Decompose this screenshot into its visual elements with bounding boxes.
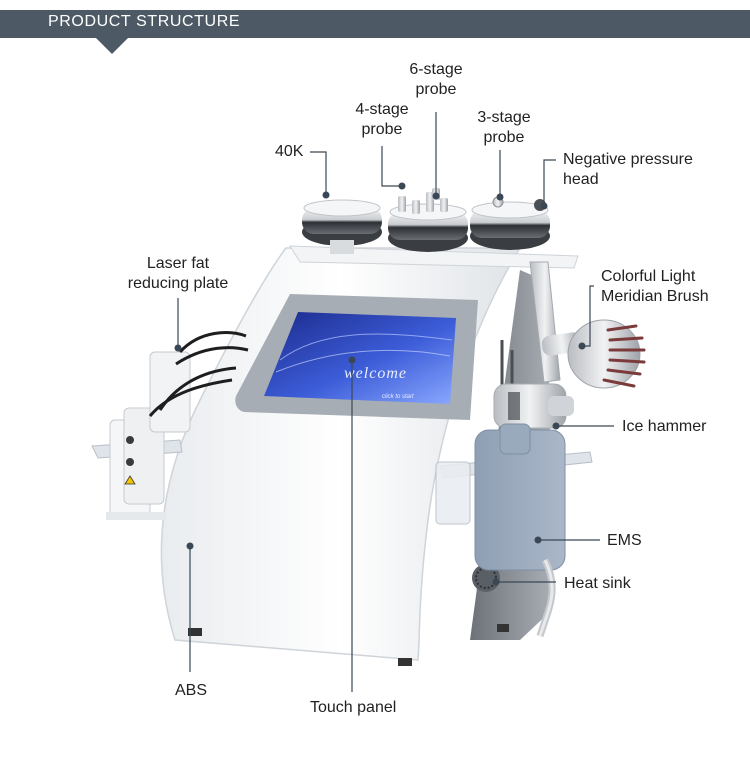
label-4-stage-probe: 4-stage probe: [344, 100, 420, 140]
probe-40k-head: [302, 199, 382, 254]
leader-dots: [174, 182, 586, 586]
ice-hammer: [493, 383, 574, 429]
laser-pad-holder: [91, 351, 191, 520]
page-title: PRODUCT STRUCTURE: [48, 13, 241, 30]
leader-lines: [177, 112, 614, 692]
ems-pad: [474, 423, 566, 638]
top-shelf: [289, 245, 579, 269]
label-ems: EMS: [607, 532, 642, 549]
label-negative-line2: head: [563, 171, 599, 188]
meridian-brush: [529, 261, 646, 389]
pad-cables: [148, 331, 249, 417]
label-laser-line1: Laser fat: [146, 255, 210, 272]
heat-sink-grille: [472, 564, 500, 592]
label-4-stage-line1: 4-stage: [355, 101, 409, 118]
label-colorful-line2: Meridian Brush: [601, 288, 709, 305]
screen-swoosh-2: [275, 349, 451, 373]
label-3-stage-probe: 3-stage probe: [466, 108, 542, 148]
label-6-stage-probe: 6-stage probe: [398, 60, 474, 100]
banner-notch: [96, 38, 128, 54]
probe-3-stage-head: [470, 196, 550, 250]
touch-screen[interactable]: [264, 312, 456, 404]
label-6-stage-line1: 6-stage: [409, 61, 463, 78]
label-touch-panel: Touch panel: [310, 699, 397, 716]
screen-welcome-text: welcome: [344, 365, 407, 382]
label-negative-pressure-head: Negative pressure head: [563, 150, 693, 190]
foot-left: [188, 628, 202, 636]
foot-right: [497, 624, 509, 632]
label-6-stage-line2: probe: [415, 81, 457, 98]
label-abs: ABS: [175, 682, 208, 699]
label-ice-hammer: Ice hammer: [622, 418, 707, 435]
foot-front: [398, 658, 412, 666]
label-laser-fat-plate: Laser fat reducing plate: [116, 254, 240, 294]
label-colorful-light-brush: Colorful Light Meridian Brush: [601, 267, 709, 307]
screen-swoosh: [279, 333, 453, 361]
screen-start-text: click to start: [382, 394, 414, 400]
label-negative-line1: Negative pressure: [563, 151, 693, 168]
label-laser-line2: reducing plate: [127, 275, 229, 292]
label-colorful-line1: Colorful Light: [601, 268, 696, 285]
label-40k: 40K: [275, 143, 304, 160]
label-heat-sink: Heat sink: [564, 575, 631, 592]
label-4-stage-line2: probe: [361, 121, 403, 138]
probe-4-stage-head: [388, 188, 468, 252]
label-3-stage-line2: probe: [483, 129, 525, 146]
label-3-stage-line1: 3-stage: [477, 109, 531, 126]
header-banner: PRODUCT STRUCTURE: [0, 10, 750, 38]
